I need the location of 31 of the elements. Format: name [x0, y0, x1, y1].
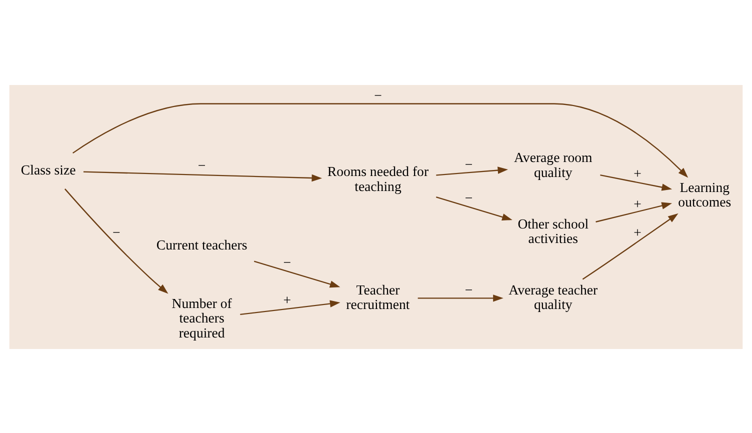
arrow — [582, 212, 678, 280]
arrow — [240, 300, 340, 315]
arrow — [64, 188, 168, 294]
node-text: Teacher recruitment — [346, 282, 410, 312]
arrow — [254, 260, 340, 288]
node-text: Average room quality — [514, 150, 592, 180]
node-text: Other school activities — [518, 216, 589, 246]
node-text: Number of teachers required — [172, 295, 232, 340]
edge-label: − — [374, 88, 382, 102]
edge-label: − — [464, 156, 473, 172]
arrow — [596, 202, 672, 222]
arrow — [418, 294, 504, 302]
edge-label: + — [634, 224, 642, 240]
arrow — [72, 102, 688, 178]
edge-label: − — [464, 190, 473, 206]
node-text: Rooms needed for teaching — [327, 163, 429, 194]
edge-label: − — [464, 282, 473, 297]
arrow — [83, 170, 322, 182]
edge-label: − — [198, 158, 206, 173]
node-text: Learning outcomes — [678, 179, 732, 210]
edge-label: + — [283, 292, 292, 307]
edge-label: − — [283, 254, 292, 270]
node-text: Class size — [20, 162, 76, 178]
arrow — [600, 174, 672, 190]
edge-label: + — [634, 165, 642, 180]
arrow — [436, 196, 512, 220]
arrow — [436, 166, 508, 176]
node-text: Current teachers — [156, 237, 248, 252]
node-text: Average teacher quality — [508, 282, 598, 312]
edge-label: − — [112, 224, 120, 240]
edge-label: + — [634, 196, 642, 212]
